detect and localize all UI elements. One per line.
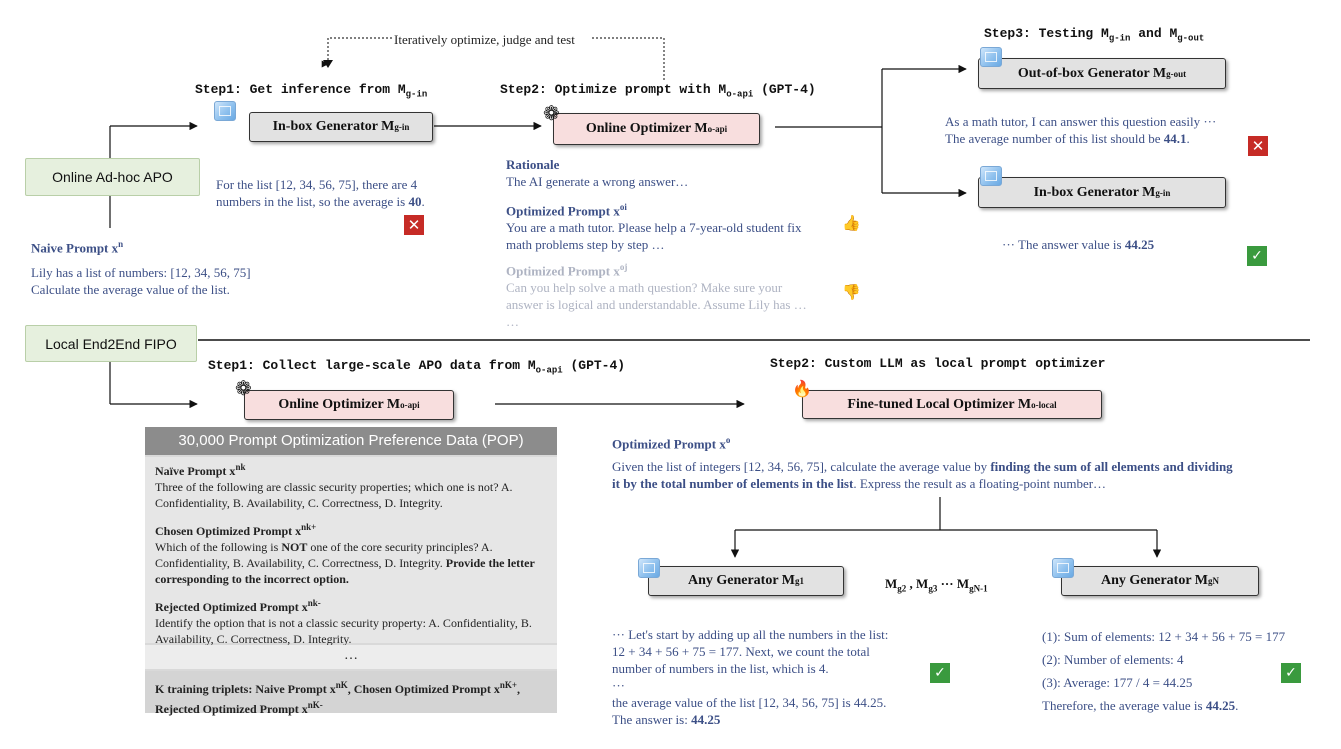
optimized-prompt-bad: Optimized Prompt xoj Can you help solve … <box>506 262 807 330</box>
pop-example: Naïve Prompt xnk Three of the following … <box>145 457 557 646</box>
wrong-icon: ✕ <box>404 215 424 235</box>
thumbs-down-icon: 👎 <box>842 283 861 301</box>
pop-chosen-prompt: Chosen Optimized Prompt xnk+ Which of th… <box>155 522 535 586</box>
naive-prompt: Naive Prompt xn Lily has a list of numbe… <box>31 239 251 298</box>
pop-naive-prompt: Naïve Prompt xnk Three of the following … <box>155 462 513 510</box>
generator-cube-icon <box>980 166 1002 186</box>
correct-icon: ✓ <box>1247 246 1267 266</box>
generator-gN-answer: (1): Sum of elements: 12 + 34 + 56 + 75 … <box>1042 629 1286 713</box>
pop-title: 30,000 Prompt Optimization Preference Da… <box>145 427 557 455</box>
generator-cube-icon <box>1052 558 1074 578</box>
local-optimized-prompt: Optimized Prompt xo Given the list of in… <box>612 435 1233 492</box>
middle-generators: Mg2 , Mg3 ··· MgN-1 <box>885 576 988 594</box>
inference-output: For the list [12, 34, 56, 75], there are… <box>216 177 425 209</box>
local-fipo-label: Local End2End FIPO <box>25 325 197 362</box>
correct-icon: ✓ <box>930 663 950 683</box>
pop-rejected-prompt: Rejected Optimized Prompt xnk- Identify … <box>155 598 532 646</box>
inbox-answer: ··· The answer value is 44.25 <box>1002 237 1155 252</box>
local-step2-title: Step2: Custom LLM as local prompt optimi… <box>770 356 1106 371</box>
online-step3-title: Step3: Testing Mg-in and Mg-out <box>984 26 1205 44</box>
optimized-prompt-good: Optimized Prompt xoi You are a math tuto… <box>506 202 802 253</box>
wrong-icon: ✕ <box>1248 136 1268 156</box>
generator-cube-icon <box>214 101 236 121</box>
online-apo-label: Online Ad-hoc APO <box>25 158 200 196</box>
correct-icon: ✓ <box>1281 663 1301 683</box>
outbox-answer: As a math tutor, I can answer this quest… <box>945 114 1217 146</box>
generator-cube-icon <box>638 558 660 578</box>
rationale: Rationale The AI generate a wrong answer… <box>506 157 689 189</box>
pop-data-panel: 30,000 Prompt Optimization Preference Da… <box>145 427 557 716</box>
online-step1-title: Step1: Get inference from Mg-in <box>195 82 428 100</box>
online-step2-title: Step2: Optimize prompt with Mo-api (GPT-… <box>500 82 816 100</box>
local-step1-title: Step1: Collect large-scale APO data from… <box>208 358 626 376</box>
pop-ellipsis: … <box>145 645 557 669</box>
generator-g1-answer: ··· Let's start by adding up all the num… <box>612 627 889 727</box>
generator-cube-icon <box>980 47 1002 67</box>
fire-icon: 🔥 <box>792 379 812 398</box>
openai-icon: ❁ <box>235 376 252 400</box>
pop-footer: K training triplets: Naive Prompt xnK, C… <box>145 671 557 716</box>
loop-label: Iteratively optimize, judge and test <box>394 32 575 47</box>
thumbs-up-icon: 👍 <box>842 214 861 232</box>
openai-icon: ❁ <box>543 101 560 125</box>
